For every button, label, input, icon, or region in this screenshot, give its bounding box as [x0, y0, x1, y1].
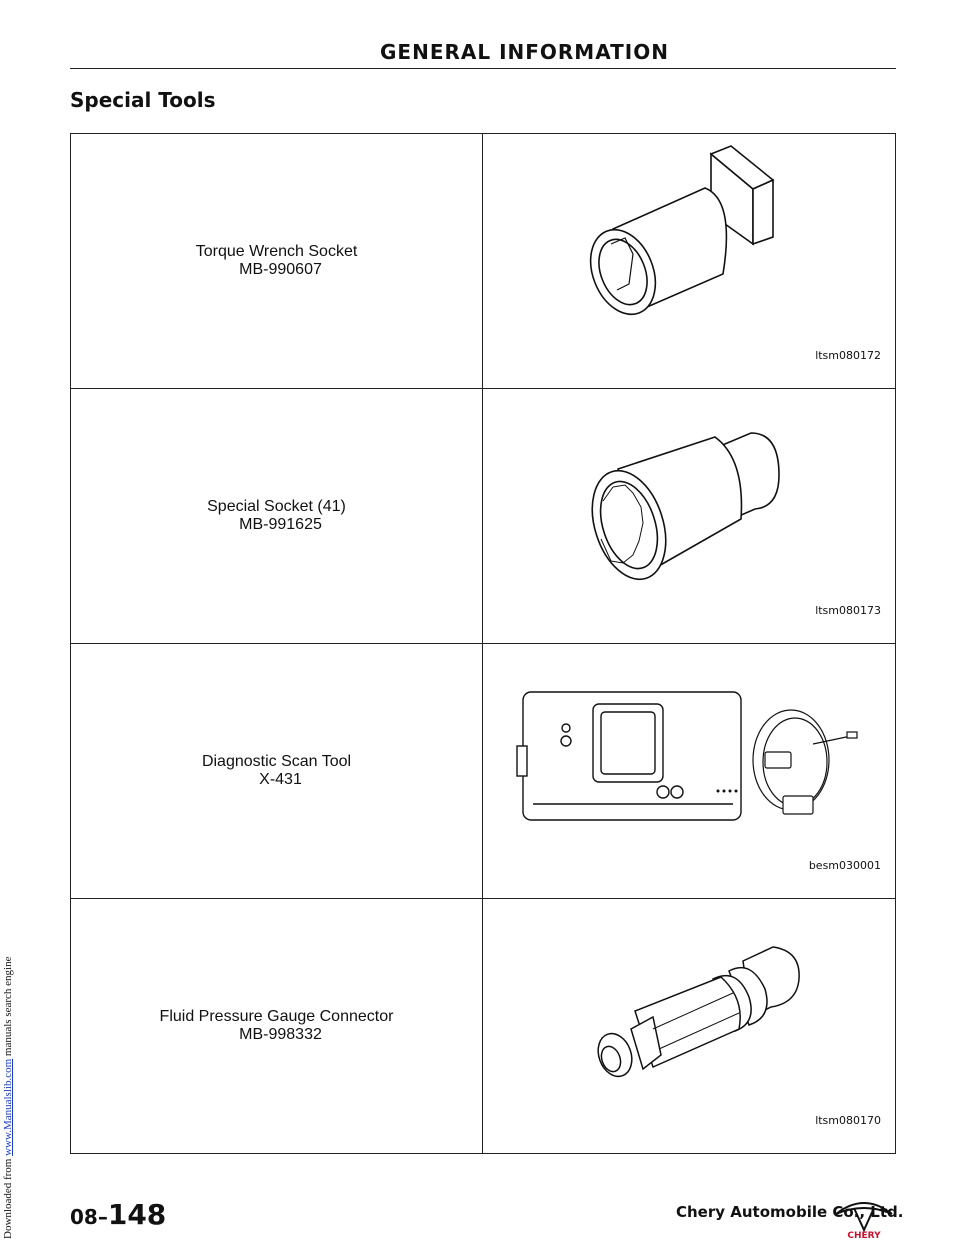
page-header-title: GENERAL INFORMATION	[380, 40, 669, 64]
table-row: Special Socket (41) MB-991625	[70, 388, 896, 644]
table-row: Fluid Pressure Gauge Connector MB-998332	[70, 898, 896, 1154]
tool-image-cell: ltsm080172	[482, 133, 896, 389]
manualslib-link[interactable]: www.Manualslib.com	[2, 1058, 14, 1156]
tool-code: MB-990607	[239, 261, 322, 278]
table-row: Diagnostic Scan Tool X-431	[70, 643, 896, 899]
twelve-point-socket-illustration	[483, 389, 895, 643]
header-divider	[70, 68, 896, 69]
tool-code: X-431	[259, 771, 302, 788]
logo-text: CHERY	[847, 1231, 881, 1240]
chery-logo: CHERY	[832, 1196, 896, 1245]
tool-name: Diagnostic Scan Tool	[201, 753, 352, 770]
download-banner: Downloaded from www.Manualslib.com manua…	[2, 2, 14, 1240]
tool-description-cell: Special Socket (41) MB-991625	[70, 388, 483, 644]
table-row: Torque Wrench Socket MB-990607	[70, 133, 896, 389]
scan-tool-illustration	[483, 644, 895, 898]
tool-code: MB-991625	[239, 516, 322, 533]
tool-name: Special Socket (41)	[207, 498, 346, 515]
tool-image-cell: ltsm080170	[482, 898, 896, 1154]
tool-description-cell: Torque Wrench Socket MB-990607	[70, 133, 483, 389]
hex-socket-illustration	[483, 134, 895, 388]
image-reference: ltsm080170	[815, 1114, 881, 1127]
page-number: 08–148	[70, 1198, 166, 1231]
tool-name: Torque Wrench Socket	[195, 243, 358, 260]
image-reference: ltsm080172	[815, 349, 881, 362]
page-number-value: 148	[107, 1198, 167, 1231]
tool-description-cell: Fluid Pressure Gauge Connector MB-998332	[70, 898, 483, 1154]
gauge-connector-illustration	[483, 899, 895, 1153]
tool-image-cell: ltsm080173	[482, 388, 896, 644]
download-prefix: Downloaded from	[2, 1158, 14, 1239]
image-reference: besm030001	[808, 859, 881, 872]
tool-description-cell: Diagnostic Scan Tool X-431	[70, 643, 483, 899]
image-reference: ltsm080173	[815, 604, 881, 617]
special-tools-table: Torque Wrench Socket MB-990607	[70, 133, 896, 1154]
tool-code: MB-998332	[239, 1026, 322, 1043]
download-suffix: manuals search engine	[2, 956, 14, 1057]
section-title: Special Tools	[70, 88, 216, 112]
tool-image-cell: besm030001	[482, 643, 896, 899]
section-number: 08–	[70, 1205, 108, 1229]
tool-name: Fluid Pressure Gauge Connector	[159, 1008, 394, 1025]
